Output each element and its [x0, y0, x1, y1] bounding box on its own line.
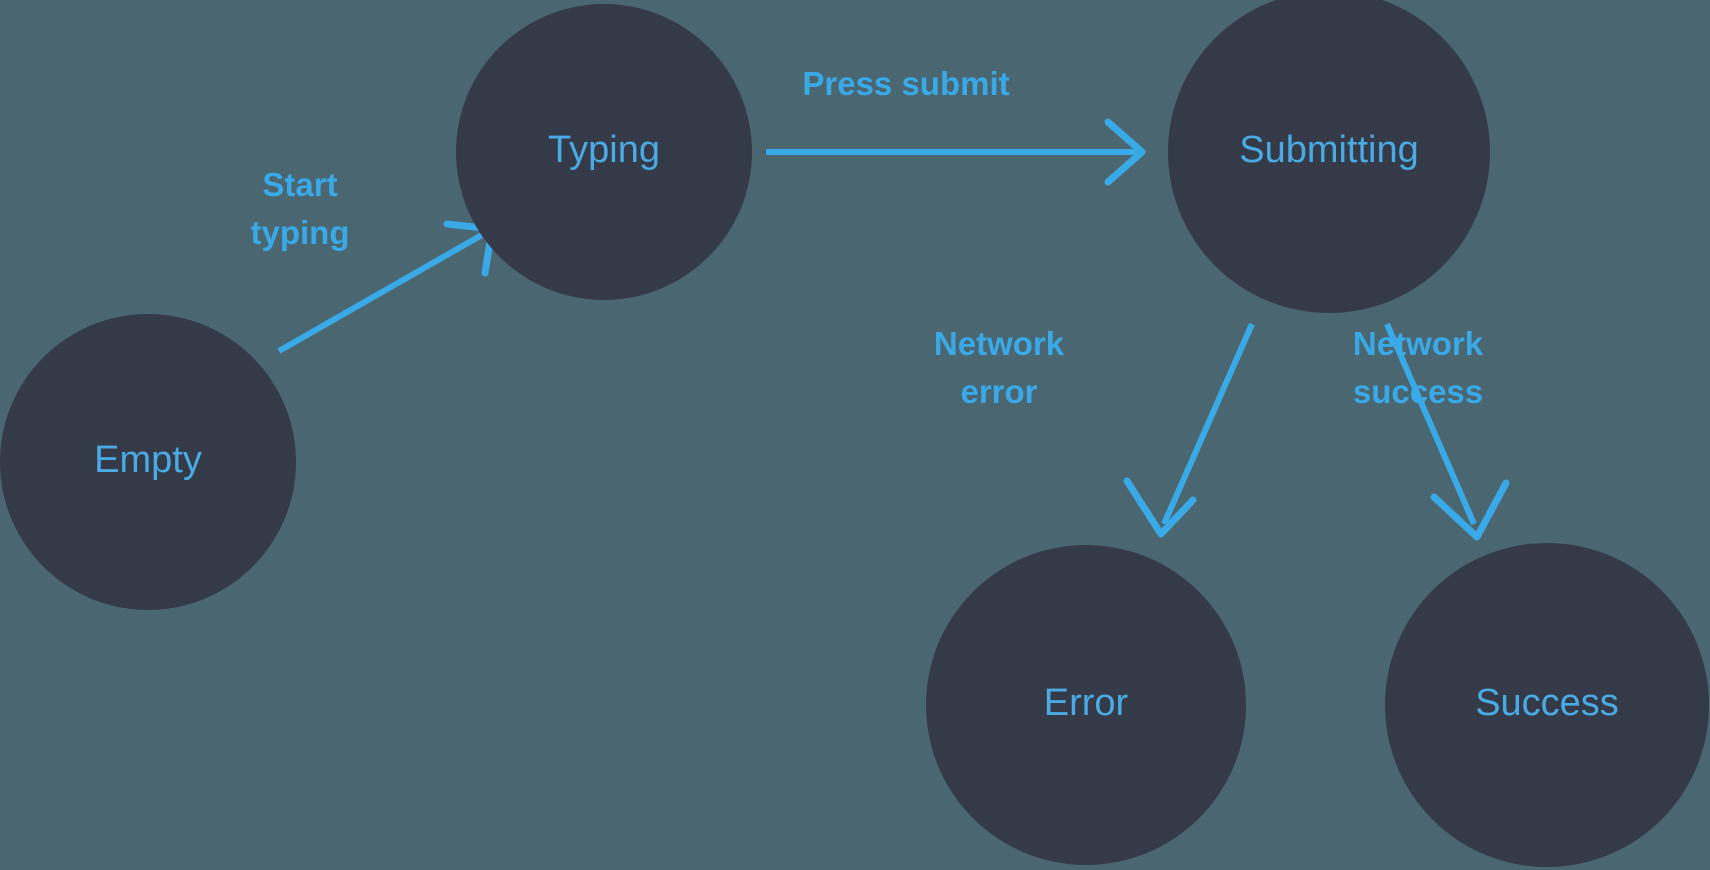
state-node-submitting[interactable]: Submitting: [1168, 0, 1490, 313]
transition-label-line: error: [960, 373, 1037, 410]
state-circle-typing[interactable]: [456, 4, 752, 300]
transition-label-line: typing: [251, 214, 350, 251]
transition-label-network-success: Network success: [1353, 325, 1484, 410]
transition-network-error: [1123, 322, 1255, 538]
state-circle-success[interactable]: [1385, 543, 1709, 867]
transition-label-line: Start: [262, 166, 337, 203]
transition-label-network-error: Network error: [934, 325, 1065, 410]
state-node-success[interactable]: Success: [1385, 543, 1709, 867]
transition-label-line: Network: [1353, 325, 1484, 362]
state-label-submitting: Submitting: [1239, 129, 1419, 171]
transition-network-success: [1384, 322, 1510, 541]
transition-label-press-submit: Press submit: [802, 65, 1009, 102]
state-label-typing: Typing: [548, 129, 660, 171]
state-node-error[interactable]: Error: [926, 545, 1246, 865]
state-label-success: Success: [1475, 682, 1619, 724]
state-circle-submitting[interactable]: [1168, 0, 1490, 313]
state-node-typing[interactable]: Typing: [456, 4, 752, 300]
state-label-error: Error: [1044, 682, 1129, 724]
transition-label-line: Press submit: [802, 65, 1009, 102]
state-node-empty[interactable]: Empty: [0, 314, 296, 610]
arrowhead-icon-network-success: [1430, 479, 1510, 541]
state-circle-error[interactable]: [926, 545, 1246, 865]
state-circle-empty[interactable]: [0, 314, 296, 610]
transition-line-start-typing: [277, 229, 489, 354]
transition-label-line: success: [1353, 373, 1483, 410]
transition-line-network-error: [1161, 322, 1255, 526]
transition-label-line: Network: [934, 325, 1065, 362]
transition-line-network-success: [1384, 322, 1477, 526]
transition-label-start-typing: Start typing: [251, 166, 350, 251]
arrowhead-icon-network-error: [1123, 477, 1197, 538]
arrowhead-icon-press-submit: [1104, 118, 1146, 186]
state-label-empty: Empty: [94, 439, 202, 481]
transition-press-submit: [766, 118, 1146, 186]
